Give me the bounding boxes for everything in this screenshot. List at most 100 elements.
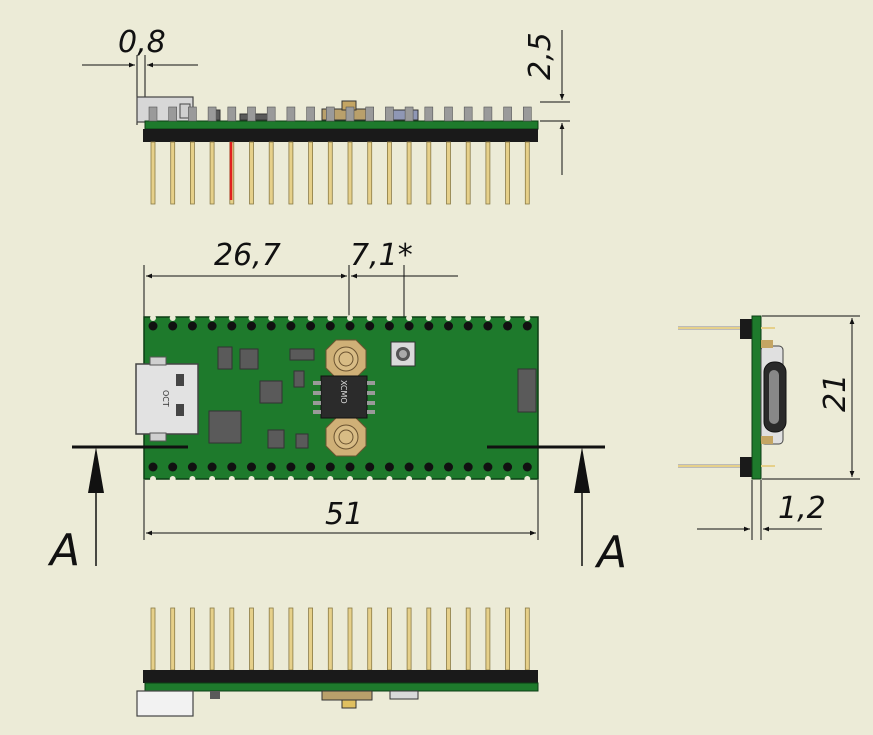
header-pin — [406, 141, 412, 205]
header-pin — [386, 141, 392, 205]
header-pin — [268, 607, 274, 671]
castellated-hole — [207, 462, 217, 472]
header-pin — [288, 607, 294, 671]
castellated-hole — [483, 462, 493, 472]
header-pin — [249, 607, 254, 671]
castellated-hole — [503, 321, 513, 331]
header-pin — [189, 607, 195, 671]
header-pin — [209, 607, 215, 671]
header-pin — [426, 607, 432, 671]
section-arrow-left-icon — [88, 447, 104, 493]
usb-label: OCT — [161, 390, 170, 407]
section-label-right: A — [594, 527, 627, 578]
ic-label: XCMO — [339, 380, 348, 404]
header-pin — [288, 141, 294, 205]
header-pin — [347, 141, 353, 205]
header-pin — [327, 141, 333, 205]
castellated-hole — [424, 462, 434, 472]
header-pin — [308, 607, 314, 671]
ic-chip — [320, 375, 368, 419]
dimension-height-label: 21 — [818, 374, 853, 412]
header-pin — [249, 141, 254, 205]
header-pin — [505, 141, 511, 205]
castellated-hole — [365, 321, 375, 331]
bottom-header-pins — [150, 607, 530, 671]
castellated-hole — [522, 321, 532, 331]
castellated-hole — [365, 462, 375, 472]
castellated-hole — [148, 462, 158, 472]
header-pin — [485, 607, 491, 671]
castellated-hole — [187, 462, 197, 472]
end-view: 21 1,2 — [678, 315, 860, 540]
castellated-hole — [306, 462, 316, 472]
header-pin — [209, 141, 215, 205]
castellated-hole — [345, 321, 355, 331]
top-board-view: 26,7 7,1* OCT — [47, 238, 627, 578]
component — [217, 346, 233, 370]
bottom-side-view — [136, 607, 539, 717]
header-pin — [505, 607, 511, 671]
header-pin — [229, 607, 235, 671]
castellated-hole — [227, 321, 237, 331]
header-pin — [386, 607, 392, 671]
header-pin — [327, 607, 333, 671]
dimension-offset-label: 7,1* — [350, 238, 413, 273]
section-label-left: A — [47, 525, 80, 576]
header-pin — [406, 607, 412, 671]
castellated-hole — [148, 321, 158, 331]
header-pin — [170, 141, 176, 205]
castellated-hole — [247, 462, 256, 472]
button-top-icon — [325, 339, 367, 379]
castellated-hole — [404, 462, 414, 472]
castellated-hole — [503, 462, 513, 472]
castellated-hole — [187, 321, 197, 331]
castellated-hole — [168, 321, 178, 331]
castellated-hole — [207, 321, 217, 331]
header-pin — [347, 607, 353, 671]
castellated-hole — [168, 462, 178, 472]
dimension-top-left-label: 0,8 — [118, 25, 166, 60]
section-arrow-right-icon — [574, 447, 590, 493]
dimension-thickness-label: 1,2 — [778, 491, 826, 526]
header-pin — [485, 141, 491, 205]
castellated-hole — [325, 321, 335, 331]
castellated-hole — [266, 321, 276, 331]
header-pin — [189, 141, 195, 205]
pcb-edge — [751, 315, 762, 480]
castellated-hole — [404, 321, 414, 331]
header-pin — [524, 141, 530, 205]
header-pin — [150, 141, 156, 205]
castellated-hole — [384, 321, 394, 331]
header-pin — [170, 607, 176, 671]
top-header-pins — [148, 106, 532, 205]
castellated-hole — [325, 462, 335, 472]
castellated-hole — [444, 321, 453, 331]
castellated-hole — [266, 462, 276, 472]
castellated-hole — [444, 462, 453, 472]
header-pin — [308, 141, 314, 205]
header-pin — [465, 607, 471, 671]
castellated-hole — [227, 462, 237, 472]
castellated-hole — [286, 321, 296, 331]
header-pin — [465, 141, 471, 205]
header-pin — [150, 607, 156, 671]
castellated-holes — [148, 315, 532, 482]
header-pin — [524, 607, 530, 671]
castellated-hole — [483, 321, 493, 331]
button-bottom-icon — [325, 417, 367, 457]
header-pin — [446, 607, 451, 671]
castellated-hole — [345, 462, 355, 472]
header-pin — [446, 141, 451, 205]
dimension-top-right-label: 2,5 — [523, 32, 558, 80]
castellated-hole — [463, 321, 473, 331]
top-side-view: 0,8 2,5 — [82, 25, 570, 205]
castellated-hole — [522, 462, 532, 472]
header-pin — [268, 141, 274, 205]
usb-c-connector — [135, 363, 199, 435]
dimension-width-partial-label: 26,7 — [214, 238, 281, 273]
dimension-length-label: 51 — [325, 497, 363, 532]
header-pin — [367, 607, 373, 671]
header-pin — [426, 141, 432, 205]
castellated-hole — [384, 462, 394, 472]
